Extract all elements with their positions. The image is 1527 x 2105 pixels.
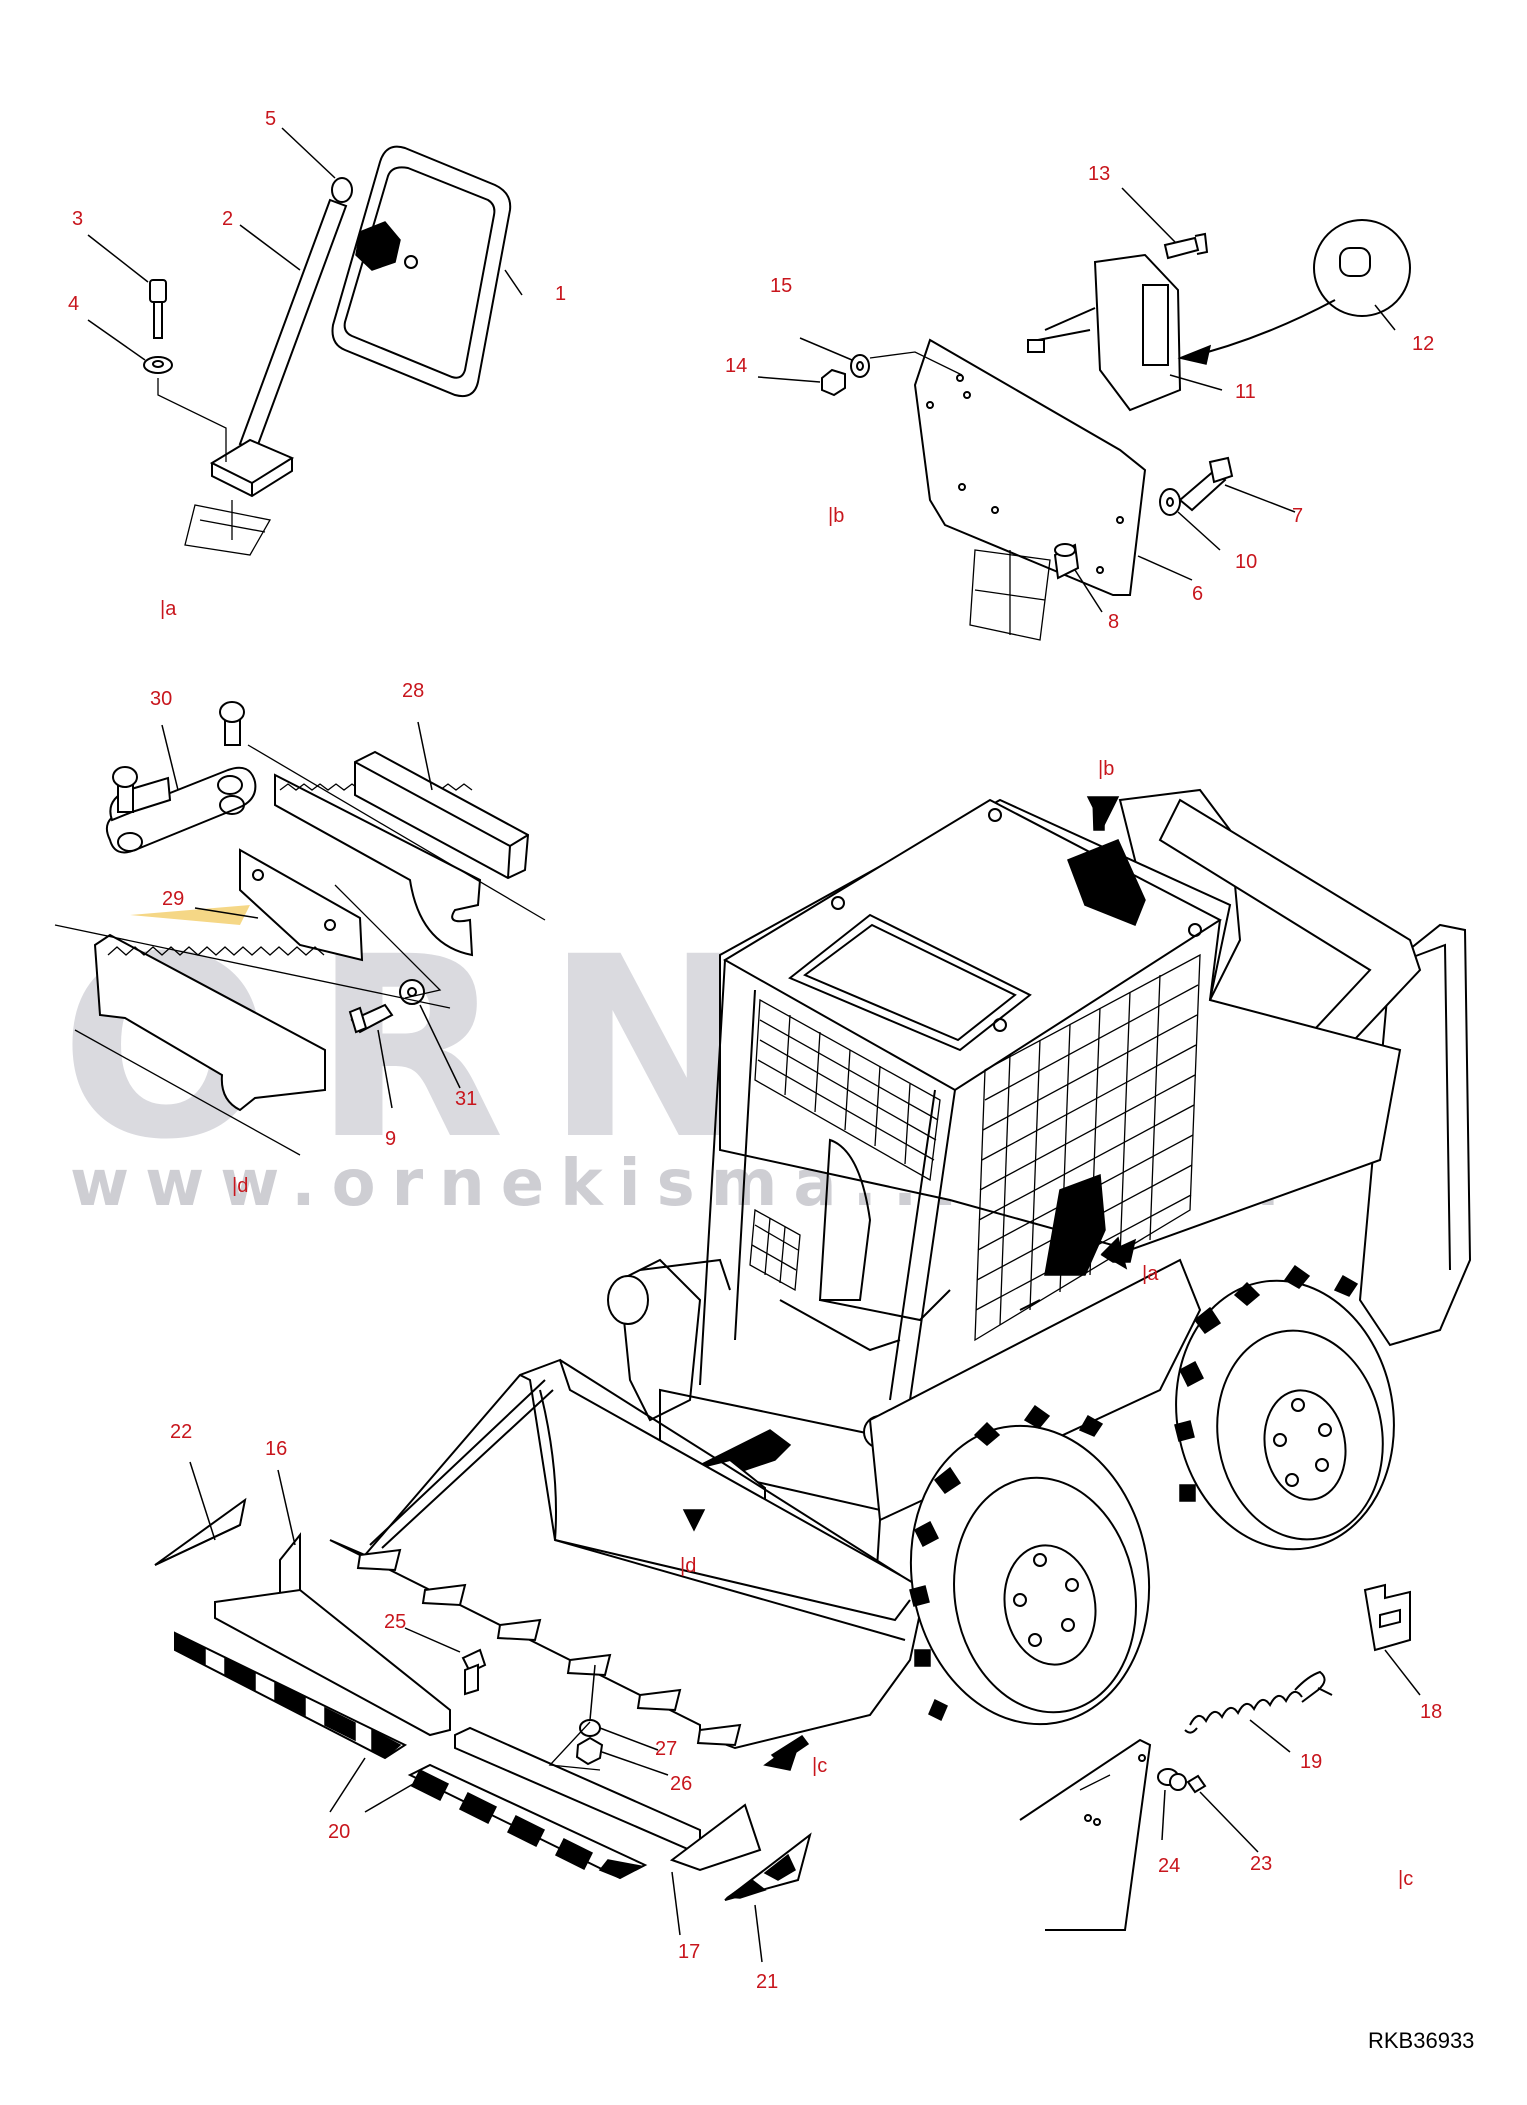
- bucket-teeth: [356, 1548, 742, 1747]
- ref-c-side-plate: |c: [1398, 1868, 1413, 1890]
- callout-23: 23: [1250, 1853, 1272, 1875]
- callout-2: 2: [222, 208, 233, 230]
- mirror-base: [209, 438, 295, 485]
- ref-b-plate: |b: [828, 505, 844, 527]
- spring: [1189, 1690, 1303, 1726]
- callout-8: 8: [1108, 611, 1119, 633]
- mirror-bracket: [355, 221, 401, 271]
- detail-b-plate-light: [757, 187, 1411, 641]
- side-marker-22: [154, 1497, 247, 1566]
- callout-15: 15: [770, 275, 792, 297]
- mirror-frame: [331, 145, 512, 398]
- spring-bracket: [1363, 1583, 1411, 1652]
- detail-references: |a |b |d |b |a |d |c |c: [160, 505, 1413, 1890]
- watermark-accent: [130, 905, 250, 925]
- ref-a-on-machine: |a: [1142, 1263, 1159, 1285]
- callout-20: 20: [328, 1821, 350, 1843]
- callout-22: 22: [170, 1421, 192, 1443]
- detail-d-counterweight: [54, 701, 546, 1156]
- callout-3: 3: [72, 208, 83, 230]
- rear-panel: [1358, 923, 1472, 1347]
- mirror-mount-decal: [1044, 1173, 1106, 1276]
- detail-a-mirror: [87, 127, 523, 556]
- callout-12: 12: [1412, 333, 1434, 355]
- callout-28: 28: [402, 680, 424, 702]
- callout-17: 17: [678, 1941, 700, 1963]
- cab-mesh-left: [749, 998, 941, 1292]
- callout-9: 9: [385, 1128, 396, 1150]
- rod-cap: [331, 177, 353, 203]
- callout-10: 10: [1235, 551, 1257, 573]
- callout-18: 18: [1420, 1701, 1442, 1723]
- weight-bar: [354, 750, 530, 880]
- callout-19: 19: [1300, 1751, 1322, 1773]
- callout-5: 5: [265, 108, 276, 130]
- callout-16: 16: [265, 1438, 287, 1460]
- side-marker-21: [724, 1832, 812, 1901]
- callout-13: 13: [1088, 163, 1110, 185]
- plate-on-machine: [1067, 839, 1146, 926]
- detail-c-side-plate: [1019, 1583, 1421, 1931]
- callout-21: 21: [756, 1971, 778, 1993]
- callout-25: 25: [384, 1611, 406, 1633]
- bucket-edge-stripes: [154, 1461, 812, 1963]
- ref-d-on-machine: |d: [680, 1555, 696, 1577]
- lamp-housing: [1093, 253, 1182, 412]
- counterweight: [93, 933, 326, 1112]
- callout-1: 1: [555, 283, 566, 305]
- front-wheel: [909, 1404, 1151, 1726]
- callout-11: 11: [1235, 381, 1256, 403]
- callout-31: 31: [455, 1088, 477, 1110]
- bulb-detail: [1313, 219, 1411, 317]
- callout-27: 27: [655, 1738, 677, 1760]
- drawing-code: RKB36933: [1368, 2028, 1474, 2053]
- ref-a-mirror: |a: [160, 598, 177, 620]
- skid-steer-loader: [329, 788, 1472, 1750]
- callout-29: 29: [162, 888, 184, 910]
- callout-26: 26: [670, 1773, 692, 1795]
- callout-7: 7: [1292, 505, 1303, 527]
- rear-wheel: [1174, 1264, 1395, 1551]
- mirror-glass: [343, 166, 496, 379]
- edge-plate-left: [214, 1588, 451, 1737]
- stripe-band-20-right: [407, 1763, 648, 1880]
- ref-d-counterweight: |d: [232, 1175, 248, 1197]
- plate: [913, 338, 1147, 596]
- callout-4: 4: [68, 293, 79, 315]
- stripe-band-20-left: [174, 1631, 408, 1760]
- ref-c-on-bucket: |c: [812, 1755, 827, 1777]
- callout-numbers: 1 2 3 4 5 6 7 8 9 10 11 12 13 14 15 16 1…: [68, 108, 1442, 1993]
- callout-30: 30: [150, 688, 172, 710]
- callout-6: 6: [1192, 583, 1203, 605]
- callout-24: 24: [1158, 1855, 1180, 1877]
- callout-14: 14: [725, 355, 747, 377]
- ref-b-on-machine: |b: [1098, 758, 1114, 780]
